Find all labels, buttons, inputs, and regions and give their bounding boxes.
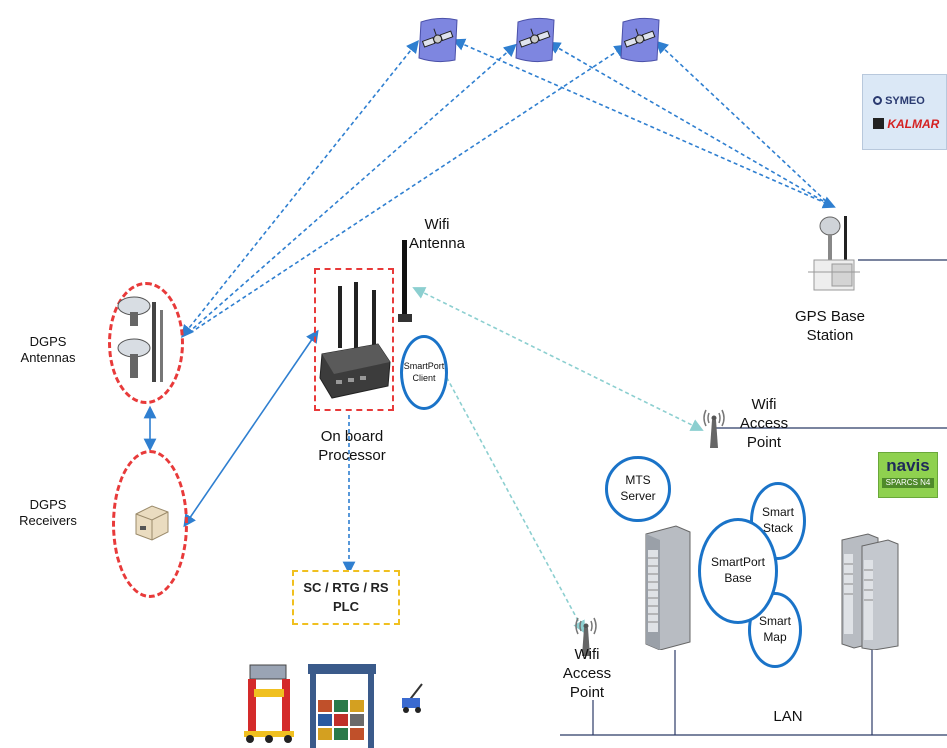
dgps-receiver-icon bbox=[132, 502, 172, 542]
straddle-carrier-icon bbox=[238, 655, 300, 745]
vendor-logo-box: SYMEO KALMAR bbox=[862, 74, 947, 150]
solid-links bbox=[143, 329, 319, 528]
satellite-icon bbox=[617, 14, 663, 66]
processor-icon bbox=[318, 282, 392, 402]
reach-stacker-icon bbox=[398, 680, 428, 714]
server-icon bbox=[640, 524, 694, 650]
wifi-links bbox=[412, 287, 704, 634]
dgps-antenna-icon bbox=[112, 292, 172, 388]
satellite-icon bbox=[512, 14, 558, 66]
processor-highlight bbox=[314, 268, 394, 411]
network-lines bbox=[560, 259, 947, 736]
satellite-icon bbox=[415, 14, 461, 66]
satellite-links bbox=[181, 38, 836, 575]
server-pair-icon bbox=[838, 530, 900, 650]
wifi-access-point-icon bbox=[572, 612, 600, 658]
dgps-antennas-highlight bbox=[108, 282, 184, 404]
wifi-access-point-icon bbox=[700, 404, 728, 450]
gps-base-station-icon bbox=[808, 210, 860, 302]
lan-label: LAN bbox=[773, 708, 803, 725]
kalmar-logo: KALMAR bbox=[873, 117, 939, 131]
wifi-antenna-icon bbox=[396, 240, 414, 324]
rtg-crane-icon bbox=[306, 660, 378, 748]
symeo-logo: SYMEO bbox=[873, 95, 925, 107]
navis-logo: navis SPARCS N4 bbox=[878, 452, 938, 498]
dgps-receivers-highlight bbox=[112, 450, 188, 598]
